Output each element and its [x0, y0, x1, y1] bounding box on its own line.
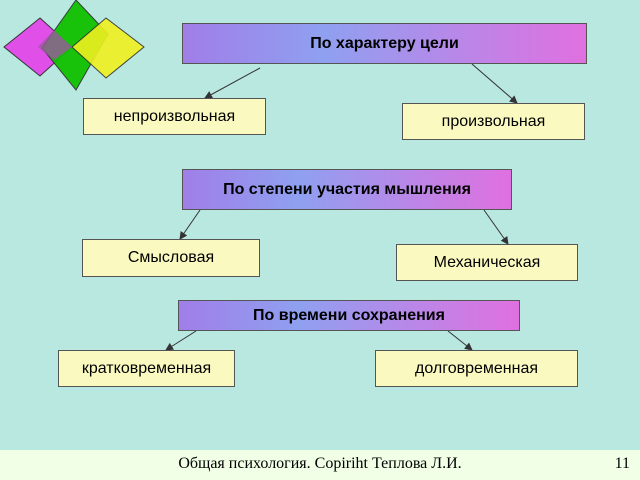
- leaf-mechanical: Механическая: [396, 244, 578, 281]
- decorative-diamonds-logo: [3, 0, 145, 91]
- heading-retention-time: По времени сохранения: [178, 300, 520, 331]
- yellow-diamond: [71, 17, 145, 79]
- leaf-voluntary: произвольная: [402, 103, 585, 140]
- leaf-semantic: Смысловая: [82, 239, 260, 277]
- heading-thinking-participation: По степени участия мышления: [182, 169, 512, 210]
- leaf-short-term: кратковременная: [58, 350, 235, 387]
- page-number: 11: [614, 455, 630, 472]
- arrow-retention-left: [165, 330, 197, 351]
- overlap-diamond: [38, 30, 72, 60]
- arrow-goal-right: [471, 63, 518, 104]
- arrow-goal-left: [204, 67, 261, 99]
- arrow-thinking-right: [483, 209, 509, 245]
- arrow-thinking-left: [179, 209, 201, 240]
- footer-bar: Общая психология. Copiriht Теплова Л.И. …: [0, 450, 640, 480]
- leaf-involuntary: непроизвольная: [83, 98, 266, 135]
- footer-caption: Общая психология. Copiriht Теплова Л.И.: [178, 455, 462, 472]
- heading-goal-character: По характеру цели: [182, 23, 587, 64]
- leaf-long-term: долговременная: [375, 350, 578, 387]
- arrow-retention-right: [447, 330, 473, 351]
